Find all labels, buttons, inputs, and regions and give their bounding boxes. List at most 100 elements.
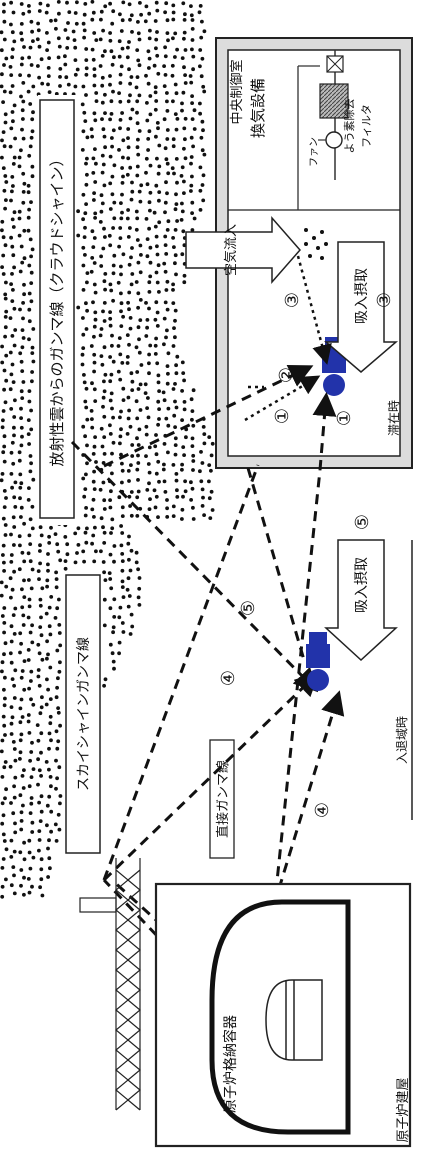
cloud-dot (165, 515, 170, 519)
cloud-dot (26, 432, 31, 436)
cloud-dot (134, 345, 139, 350)
cloud-dot (200, 183, 205, 187)
cloud-dot (147, 371, 151, 376)
cloud-dot (8, 764, 13, 769)
cloud-dot (29, 63, 34, 67)
cloud-dot (93, 310, 98, 315)
cloud-dot (35, 37, 40, 42)
cloud-dot (148, 190, 153, 195)
cloud-dot (81, 476, 86, 481)
cloud-dot (2, 703, 7, 708)
cloud-dot (182, 453, 187, 457)
cloud-dot (128, 81, 133, 86)
cloud-dot (136, 152, 141, 157)
cloud-dot (207, 479, 211, 484)
cloud-dot (136, 443, 141, 447)
cloud-dot (119, 409, 123, 414)
cloud-dot (30, 247, 35, 252)
cloud-dot (9, 532, 13, 537)
cloud-dot (2, 569, 6, 573)
cloud-dot (171, 3, 176, 8)
cloud-dot (99, 254, 103, 259)
direct-gamma-label: 直接ガンマ線 (215, 760, 231, 838)
cloud-dot (198, 188, 203, 193)
cloud-dot (81, 217, 85, 222)
cloud-dot (139, 183, 144, 188)
cloud-dot (165, 137, 170, 141)
cloud-dot (81, 288, 86, 292)
cloud-dot (120, 18, 125, 23)
cloud-dot (83, 399, 88, 404)
cloud-dot (2, 188, 7, 193)
cloud-dot (202, 152, 207, 157)
cloud-dot (103, 578, 108, 582)
cloud-dot (63, 559, 68, 563)
cloud-dot (135, 238, 140, 242)
cloud-dot (92, 444, 97, 449)
cloud-dot (121, 138, 126, 143)
cloud-dot (27, 850, 32, 855)
cloud-dot (29, 775, 34, 779)
cloud-dot (81, 346, 86, 350)
cloud-dot (57, 631, 62, 635)
cloud-dot (120, 621, 125, 625)
cloud-dot (9, 732, 14, 736)
cloud-dot (136, 453, 140, 458)
cloud-dot (56, 710, 61, 715)
cloud-dot (165, 328, 169, 333)
cloud-dot (102, 379, 106, 384)
cloud-dot (100, 362, 105, 367)
cloud-dot (164, 252, 169, 256)
cloud-dot (92, 31, 97, 35)
cloud-dot (174, 371, 179, 376)
cloud-dot (10, 485, 15, 490)
cloud-dot (130, 388, 135, 392)
cloud-dot (63, 566, 68, 571)
cloud-dot (128, 93, 132, 98)
cloud-dot (108, 323, 113, 328)
cloud-dot (108, 38, 113, 43)
cloud-dot (117, 54, 122, 59)
cloud-dot (163, 269, 168, 274)
cloud-dot (100, 100, 105, 105)
cloud-dot (11, 380, 16, 384)
cloud-dot (183, 116, 188, 121)
cloud-dot (173, 261, 177, 266)
cloud-dot (84, 202, 88, 207)
cloud-dot (180, 209, 185, 214)
cloud-dot (147, 361, 151, 366)
cloud-dot (3, 120, 8, 125)
cloud-dot (1, 516, 6, 521)
cloud-dot (174, 157, 179, 161)
cloud-dot (48, 721, 53, 726)
cloud-dot (119, 291, 123, 296)
cloud-dot (148, 245, 153, 250)
cloud-dot (173, 207, 178, 212)
cloud-dot (9, 22, 13, 27)
cloud-dot (128, 326, 133, 331)
cloud-dot (128, 632, 133, 636)
cloud-dot (36, 674, 41, 679)
cloud-dot (44, 702, 49, 707)
cloud-dot (29, 801, 34, 806)
cloud-dot (55, 542, 60, 547)
cloud-dot (39, 750, 43, 755)
cloud-dot (180, 389, 185, 393)
cloud-dot (136, 137, 140, 142)
cloud-dot (54, 577, 59, 581)
cloud-dot (201, 425, 206, 429)
cloud-dot (30, 740, 34, 745)
cloud-dot (27, 597, 32, 602)
cloud-dot (18, 307, 22, 312)
cloud-dot (13, 775, 18, 780)
cloud-dot (47, 541, 52, 545)
cloud-dot (3, 174, 8, 178)
air-inflow-arrow: 空気流入 (185, 216, 328, 284)
cloud-dot (44, 10, 49, 15)
cloud-dot (155, 8, 160, 13)
cloud-dot (31, 767, 36, 771)
cloud-dot (137, 93, 142, 98)
cloud-dot (81, 129, 86, 134)
cloud-dot (93, 290, 98, 295)
cloud-dot (0, 155, 4, 160)
